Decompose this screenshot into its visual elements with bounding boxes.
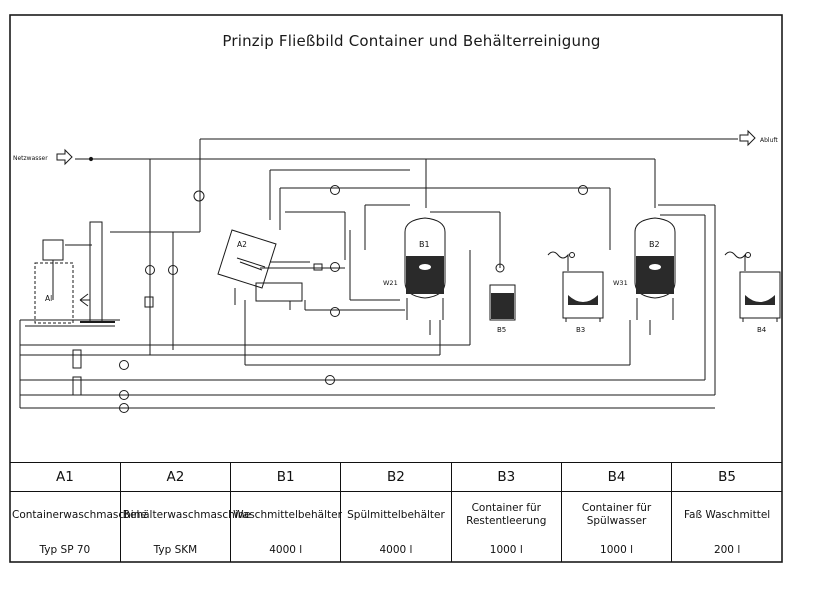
fan-icon: [193, 190, 205, 202]
legend-codes-row: A1 A2 B1 B2 B3 B4 B5: [10, 462, 782, 492]
legend-code: B2: [340, 462, 452, 492]
b5-tag: B5: [497, 326, 506, 334]
a2-tank-washer: A2: [217, 229, 303, 310]
legend-name: Containerwaschmaschine: [12, 508, 147, 521]
a1-container-washer: Al: [25, 221, 115, 327]
legend-code: A2: [119, 462, 231, 492]
b1-tank: B1 W21: [383, 217, 446, 320]
pump-icon: [145, 265, 155, 275]
pump-icon: [330, 262, 340, 272]
pumps-and-valves: [72, 185, 588, 413]
legend-capacity: 200 l: [671, 538, 782, 562]
filter-icon: [72, 349, 82, 369]
piping-network: [19, 158, 716, 409]
legend-capacity: Typ SP 70: [39, 544, 91, 556]
flow-meter-icon: [313, 263, 323, 271]
diagram-title: Prinzip Fließbild Container und Behälter…: [222, 32, 601, 50]
a1-tag: Al: [45, 294, 52, 303]
legend-capacity-row: Typ SP 70 Typ SKM 4000 l 4000 l 1000 l 1…: [10, 538, 782, 562]
inlet-netzwasser: Netzwasser: [13, 148, 150, 166]
spray-icon: [79, 293, 90, 307]
exhaust-abluft: Abluft: [199, 129, 778, 232]
legend-name: Behälterwaschmaschine: [119, 491, 251, 538]
w31-tag: W31: [613, 279, 628, 287]
filter-icon: [72, 376, 82, 396]
legend-name: Container für Restentleerung: [450, 491, 562, 538]
legend-code: B4: [560, 462, 672, 492]
exhaust-label: Abluft: [760, 137, 778, 144]
b3-tag: B3: [576, 326, 585, 334]
equipment-legend-table: A1 A2 B1 B2 B3 B4 B5 Containerwaschmasch…: [10, 462, 782, 562]
legend-capacity: Typ SKM: [119, 538, 231, 562]
pump-icon: [168, 265, 178, 275]
legend-code: B5: [671, 462, 782, 492]
pump-icon: [119, 360, 129, 370]
b2-tank: B2 W31: [613, 217, 676, 320]
b3-container: B3: [547, 251, 604, 334]
legend-code: B1: [230, 462, 341, 492]
valve-icon: [330, 185, 340, 195]
pump-icon: [325, 375, 335, 385]
legend-name: Spülmittelbehälter: [340, 491, 452, 538]
b4-tag: B4: [757, 326, 767, 334]
pump-icon: [330, 307, 340, 317]
valve-icon: [578, 185, 588, 195]
legend-name: Container für Spülwasser: [560, 491, 672, 538]
inlet-arrow-icon: [56, 148, 73, 166]
legend-capacity: 4000 l: [340, 538, 452, 562]
pump-icon: [119, 390, 129, 400]
filter-icon: [144, 296, 154, 308]
pump-icon: [119, 403, 129, 413]
legend-name: Faß Waschmittel: [671, 491, 782, 538]
legend-code: B3: [450, 462, 562, 492]
legend-names-row: Containerwaschmaschine Behälterwaschmasc…: [10, 491, 782, 538]
legend-code: A1: [10, 462, 121, 492]
b1-tag: B1: [419, 240, 430, 249]
exhaust-arrow-icon: [739, 129, 756, 147]
b4-container: B4: [724, 251, 781, 334]
b2-tag: B2: [649, 240, 660, 249]
legend-capacity: 1000 l: [450, 538, 562, 562]
w21-tag: W21: [383, 279, 398, 287]
a2-tag: A2: [237, 240, 247, 249]
legend-capacity: 4000 l: [230, 538, 341, 562]
drawing-frame: [9, 14, 783, 563]
inlet-label: Netzwasser: [13, 155, 48, 162]
legend-capacity: 1000 l: [560, 538, 672, 562]
legend-name: Waschmittelbehälter: [230, 491, 342, 538]
b5-drum: B5: [489, 263, 516, 334]
